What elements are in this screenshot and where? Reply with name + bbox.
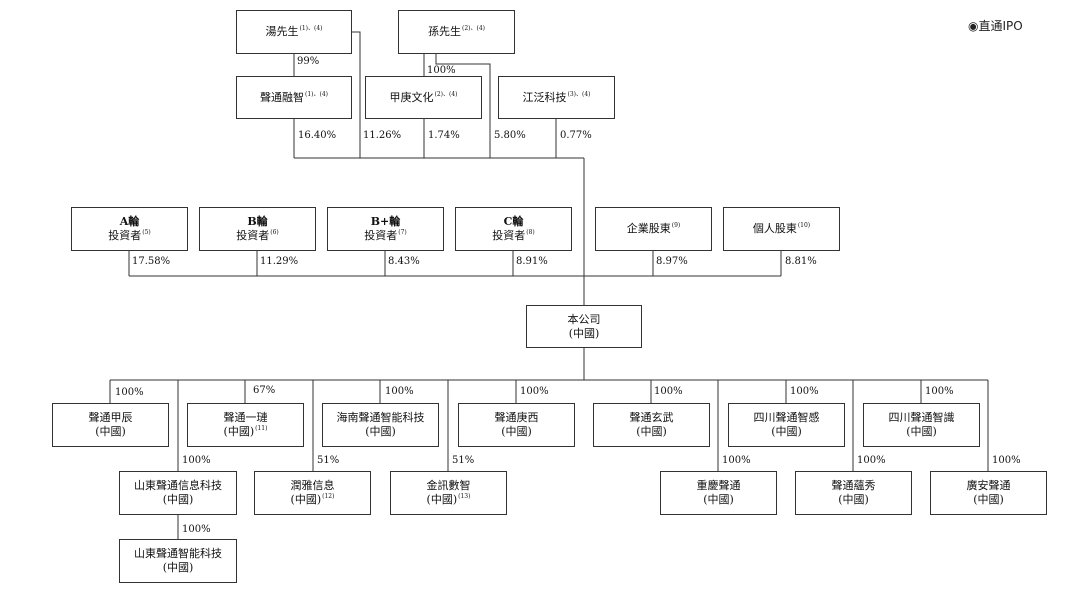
footnote-ref: (1)、(4) [299, 25, 323, 33]
pct-tang-direct: 11.26% [363, 130, 402, 141]
footnote-ref: (7) [398, 229, 407, 237]
node-individual-shareholders: 個人股東(10) [723, 207, 840, 251]
node-shengtong-xuanwu: 聲通玄武 (中國) [593, 403, 710, 447]
footnote-ref: (3)、(4) [567, 90, 591, 98]
pct-shandong-xinxi: 100% [182, 455, 211, 466]
pct-tang-to-rongzhi: 99% [297, 56, 320, 67]
pct-sichuan-zhishi: 100% [925, 386, 954, 397]
pct-shengtong-gengxi: 100% [520, 386, 549, 397]
pct-sichuan-zhigan: 100% [790, 386, 819, 397]
node-chongqing: 重慶聲通 (中國) [660, 471, 777, 515]
node-mr-tang: 湯先生(1)、(4) [236, 10, 352, 54]
footnote-ref: (10) [797, 222, 811, 230]
footnote-ref: (12) [322, 493, 335, 501]
node-hainan-zhineng: 海南聲通智能科技 (中國) [322, 403, 439, 447]
pct-shengtong-jiachen: 100% [115, 387, 144, 398]
pct-jinxun-shuzhi: 51% [452, 455, 475, 466]
pct-shengtong-yilian: 67% [253, 385, 276, 396]
pct-shandong-zhineng: 100% [182, 524, 211, 535]
node-shengtong-jiachen: 聲通甲辰 (中國) [52, 403, 169, 447]
node-runya-xinxi: 潤雅信息 (中國)(12) [254, 471, 371, 515]
node-investor-c: C輪 投資者(8) [455, 207, 572, 251]
node-mr-sun: 孫先生(2)、(4) [398, 10, 515, 54]
node-shengtong-rongzhi: 聲通融智(1)、(4) [236, 76, 352, 119]
node-company: 本公司 (中國) [526, 305, 642, 348]
node-shandong-zhineng: 山東聲通智能科技 (中國) [119, 539, 237, 583]
node-sichuan-zhigan: 四川聲通智感 (中國) [728, 403, 845, 447]
node-shengtong-yilian: 聲通一璉 (中國)(11) [187, 403, 304, 447]
node-jinxun-shuzhi: 金訊數智 (中國)(13) [390, 471, 507, 515]
pct-jiangfan-holding: 0.77% [560, 130, 592, 141]
pct-investor-a: 17.58% [132, 256, 171, 267]
node-investor-bplus: B+輪 投資者(7) [327, 207, 444, 251]
pct-investor-b: 11.29% [260, 256, 299, 267]
pct-sun-to-jiageng: 100% [427, 65, 456, 76]
footnote-ref: (8) [526, 229, 535, 237]
node-shengtong-gengxi: 聲通庚西 (中國) [458, 403, 575, 447]
pct-hainan-zhineng: 100% [385, 386, 414, 397]
footnote-ref: (9) [671, 222, 681, 230]
footnote-ref: (11) [255, 425, 268, 433]
pct-investor-c: 8.91% [516, 256, 548, 267]
node-jiageng-wenhua: 甲庚文化(2)、(4) [365, 76, 482, 119]
pct-individual-shareholders: 8.81% [785, 256, 817, 267]
pct-jiageng-holding: 1.74% [428, 130, 460, 141]
pct-sun-direct: 5.80% [494, 130, 526, 141]
footnote-ref: (6) [270, 229, 279, 237]
node-investor-a: A輪 投資者(5) [71, 207, 188, 251]
node-jiangfan-keji: 江泛科技(3)、(4) [498, 76, 615, 119]
footnote-ref: (2)、(4) [462, 25, 485, 33]
pct-investor-bplus: 8.43% [388, 256, 420, 267]
pct-runya-xinxi: 51% [317, 455, 340, 466]
brand-watermark: ◉直通IPO [968, 19, 1023, 33]
node-investor-b: B輪 投資者(6) [199, 207, 316, 251]
node-guangan: 廣安聲通 (中國) [930, 471, 1047, 515]
pct-corporate-shareholders: 8.97% [656, 256, 688, 267]
node-shandong-xinxi: 山東聲通信息科技 (中國) [119, 471, 237, 515]
node-shengtong-yunxiu: 聲通蘊秀 (中國) [795, 471, 912, 515]
footnote-ref: (1)、(4) [305, 90, 328, 98]
pct-rongzhi-holding: 16.40% [298, 130, 337, 141]
footnote-ref: (2)、(4) [434, 90, 458, 98]
pct-guangan: 100% [992, 455, 1021, 466]
pct-shengtong-xuanwu: 100% [654, 386, 683, 397]
node-corporate-shareholders: 企業股東(9) [595, 207, 712, 251]
footnote-ref: (13) [458, 493, 471, 501]
pct-chongqing: 100% [722, 455, 751, 466]
node-sichuan-zhishi: 四川聲通智識 (中國) [863, 403, 980, 447]
footnote-ref: (5) [142, 229, 151, 237]
pct-shengtong-yunxiu: 100% [857, 455, 886, 466]
